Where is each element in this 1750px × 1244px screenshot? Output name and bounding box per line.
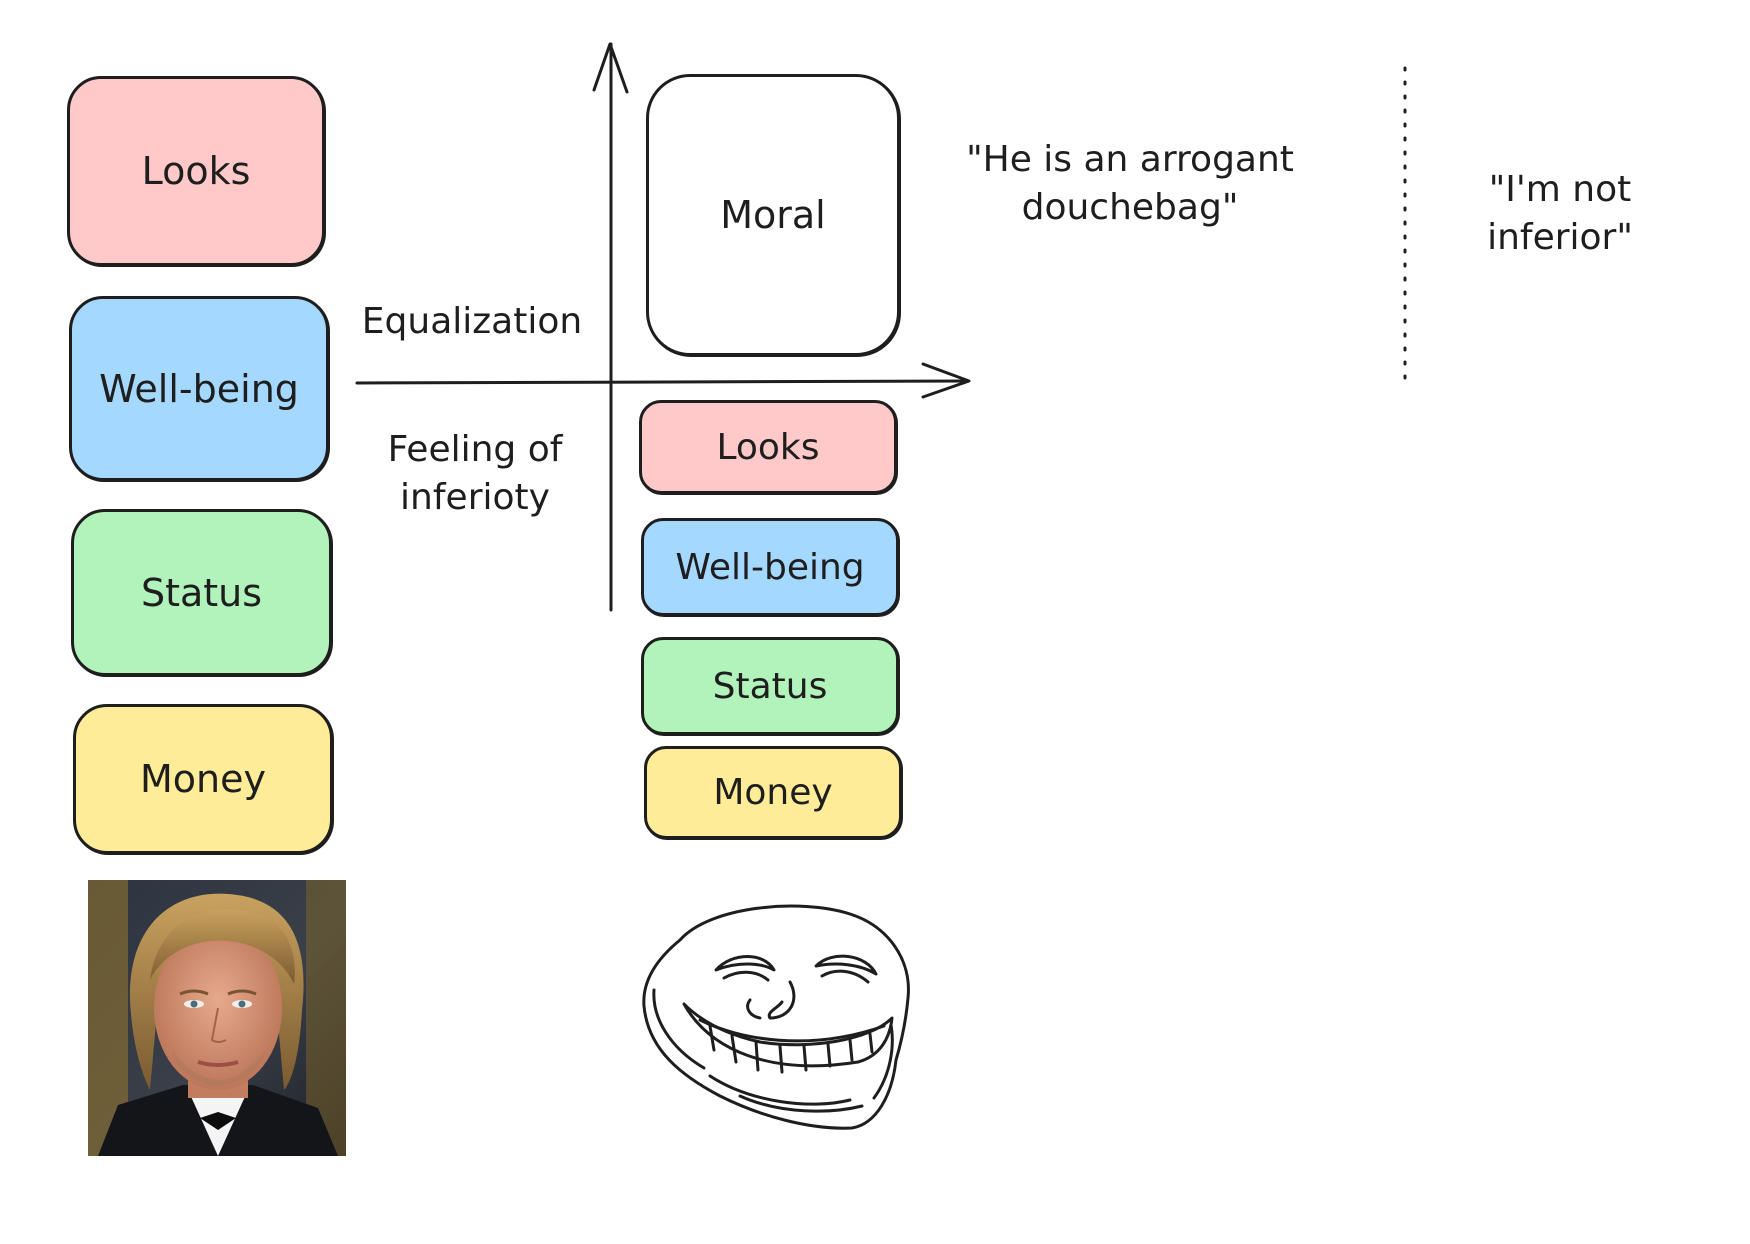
horizontal-axis: [355, 379, 970, 385]
equalization-label: Equalization: [361, 301, 583, 342]
trollface-drawing: [640, 900, 918, 1132]
right-well-being-label: Well-being: [675, 546, 865, 588]
horizontal-axis-arrowhead: [921, 362, 971, 399]
left-looks-box: Looks: [67, 76, 325, 266]
right-looks-box: Looks: [639, 400, 897, 494]
vertical-axis-arrowhead: [592, 42, 629, 94]
feeling-of-inferiority-label: Feeling of inferioty: [387, 429, 563, 518]
not-inferior-quote: "I'm not inferior": [1487, 169, 1633, 258]
left-well-being-box: Well-being: [69, 296, 329, 481]
right-status-box: Status: [641, 637, 899, 735]
left-money-label: Money: [140, 757, 266, 801]
right-looks-label: Looks: [716, 426, 820, 468]
left-well-being-label: Well-being: [99, 366, 299, 411]
left-looks-label: Looks: [141, 149, 251, 193]
arrogant-quote: "He is an arrogant douchebag": [966, 139, 1294, 228]
portrait-photo: [88, 880, 346, 1156]
right-well-being-box: Well-being: [641, 518, 899, 616]
right-money-label: Money: [713, 772, 833, 813]
moral-label: Moral: [720, 193, 826, 237]
left-money-box: Money: [73, 704, 333, 854]
left-status-label: Status: [140, 570, 263, 615]
right-status-label: Status: [712, 665, 828, 707]
right-money-box: Money: [644, 746, 902, 839]
left-status-box: Status: [71, 509, 332, 676]
moral-box: Moral: [646, 74, 900, 356]
